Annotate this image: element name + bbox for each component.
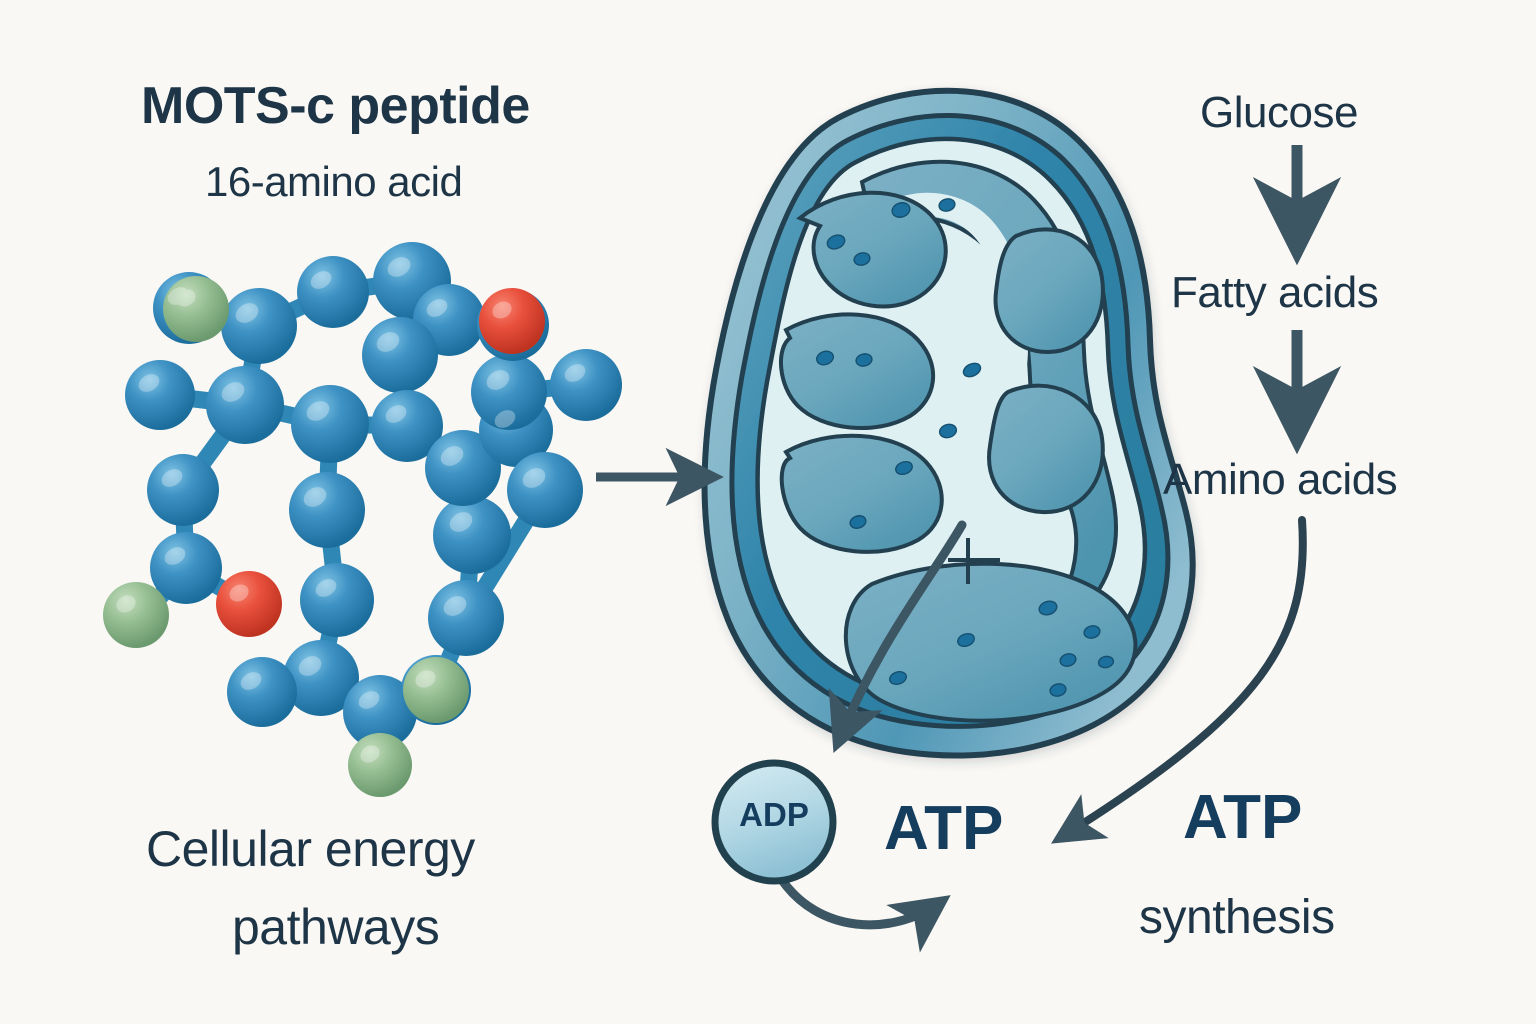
arrow-amino-acids-to-atp	[1051, 516, 1307, 844]
arrow-mitochondrion-to-adp	[828, 520, 967, 753]
adp-badge	[711, 759, 837, 885]
molecule-highlights	[116, 257, 586, 763]
molecule-atoms-red	[216, 288, 545, 637]
mitochondrion	[701, 87, 1196, 759]
label-amino-acids: Amino acids	[1163, 455, 1398, 504]
peptide-subtitle: 16-amino acid	[205, 158, 463, 205]
label-atp: ATP	[884, 794, 1004, 863]
page-title: MOTS-c peptide	[141, 77, 530, 135]
caption-line-2: pathways	[232, 899, 440, 955]
mots-c-molecule-model	[103, 242, 622, 797]
molecule-atoms	[103, 242, 622, 797]
label-adp: ADP	[739, 796, 809, 833]
label-atp-synthesis-title: ATP	[1183, 783, 1303, 852]
label-atp-synthesis-sub: synthesis	[1139, 891, 1335, 944]
arrow-adp-to-atp	[777, 875, 951, 953]
label-glucose: Glucose	[1200, 88, 1358, 137]
caption-line-1: Cellular energy	[146, 821, 475, 877]
label-fatty-acids: Fatty acids	[1171, 268, 1379, 317]
